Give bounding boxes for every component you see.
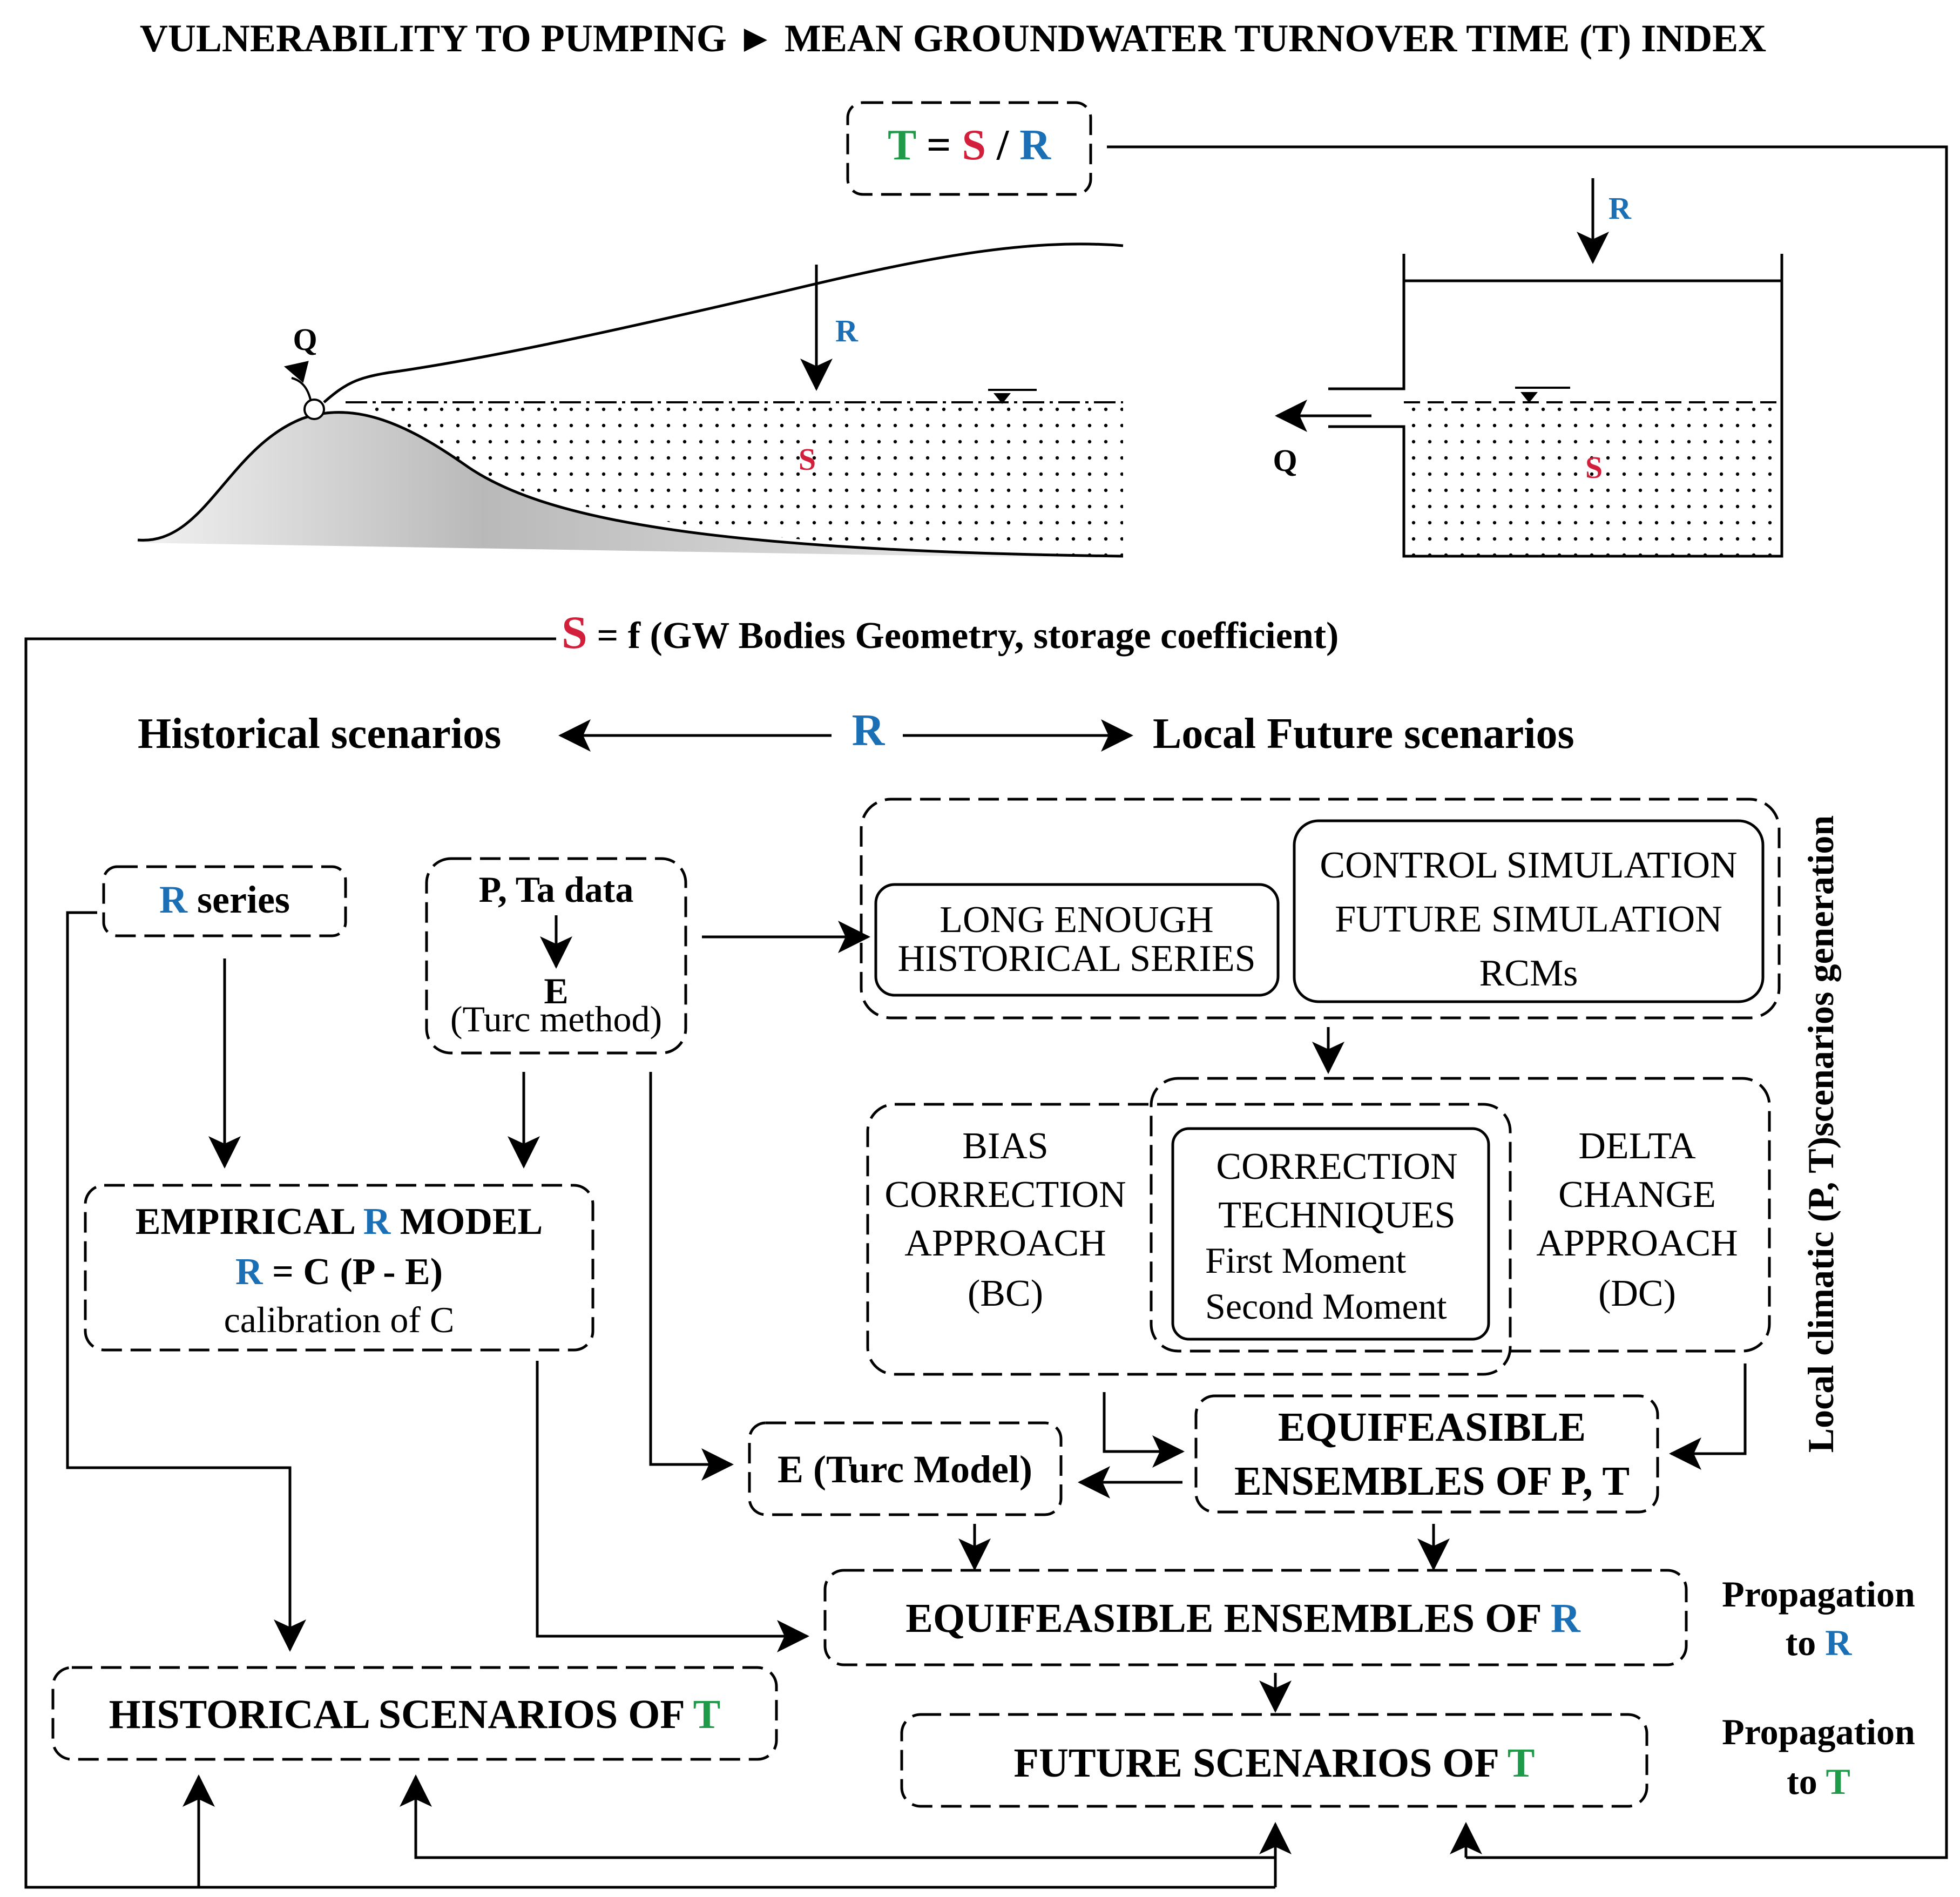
historical-scenarios-heading: Historical scenarios [138,710,501,758]
delta-line2: CHANGE [1558,1174,1716,1216]
second-moment: Second Moment [1205,1286,1447,1327]
ensembles-pt-line1: EQUIFEASIBLE [1278,1405,1586,1450]
bias-correction-box [866,1103,1512,1376]
long-series-line1: LONG ENOUGH [940,899,1213,941]
future-simulation: FUTURE SIMULATION [1335,899,1722,940]
delta-line3: APPROACH [1536,1223,1738,1264]
turc-model-box [748,1421,1063,1516]
historical-t-box [51,1666,778,1761]
empirical-r-model-title: EMPIRICAL R MODEL [136,1201,543,1243]
future-t-label: FUTURE SCENARIOS OF T [1014,1740,1535,1786]
bias-line1: BIAS [962,1125,1048,1167]
aquifer-cross-section: Q R S [137,242,1124,559]
future-t-box [900,1713,1648,1808]
calibration-label: calibration of C [224,1299,455,1340]
bias-line2: CORRECTION [884,1174,1126,1216]
formula-box [846,101,1092,196]
spring-outlet [303,399,325,420]
tank-r-label: R [1608,191,1632,226]
bias-line4: (BC) [968,1273,1043,1314]
propagation-r-line1: Propagation [1722,1574,1915,1615]
long-series-box [874,883,1280,997]
p-ta-data-box [425,857,687,1055]
tank-s-label: S [1585,450,1603,485]
delta-line1: DELTA [1578,1125,1696,1167]
water-level-marker [993,393,1011,404]
tank-model: R Q S [1273,178,1783,558]
correction-techniques-box [1171,1127,1490,1341]
ensembles-r-label: EQUIFEASIBLE ENSEMBLES OF R [905,1596,1581,1641]
correction-line2: TECHNIQUES [1218,1194,1455,1236]
turc-model-label: E (Turc Model) [778,1448,1032,1491]
empirical-r-model-box [84,1184,594,1352]
simulations-box [1293,819,1765,1003]
storage-definition: S = f (GW Bodies Geometry, storage coeff… [562,606,1339,658]
recharge-r-heading: R [852,705,886,755]
rcms: RCMs [1479,953,1578,994]
propagation-r-line2: to R [1786,1622,1853,1663]
turc-method-label: (Turc method) [450,998,662,1039]
e-label: E [544,970,568,1011]
empirical-r-equation: R = C (P - E) [235,1251,443,1293]
ensembles-pt-box [1194,1394,1659,1514]
r-series-box [102,865,347,937]
r-series-label: R series [159,878,290,921]
aquifer-q-label: Q [293,322,317,357]
side-scenarios-label: Local climatic (P, T)scenarios generatio… [1800,815,1841,1453]
aquifer-s-label: S [799,442,816,477]
aquifer-r-label: R [835,313,859,348]
historical-t-label: HISTORICAL SCENARIOS OF T [109,1692,721,1737]
ensembles-pt-line2: ENSEMBLES OF P, T [1234,1459,1630,1504]
bias-line3: APPROACH [904,1223,1106,1264]
diagram-title: VULNERABILITY TO PUMPING ► MEAN GROUNDWA… [140,17,1766,60]
propagation-t-line1: Propagation [1722,1711,1915,1752]
tank-q-label: Q [1273,443,1297,478]
control-simulation: CONTROL SIMULATION [1320,845,1737,886]
first-moment: First Moment [1205,1240,1406,1281]
long-series-line2: HISTORICAL SERIES [897,938,1255,980]
delta-change-box [1150,1077,1771,1353]
future-scenarios-heading: Local Future scenarios [1153,710,1574,758]
p-ta-data-label: P, Ta data [479,869,634,910]
correction-line1: CORRECTION [1216,1146,1457,1187]
formula-text: T = S / R [888,121,1051,169]
delta-line4: (DC) [1598,1273,1676,1314]
ensembles-r-box [823,1569,1688,1666]
propagation-t-line2: to T [1787,1761,1850,1802]
